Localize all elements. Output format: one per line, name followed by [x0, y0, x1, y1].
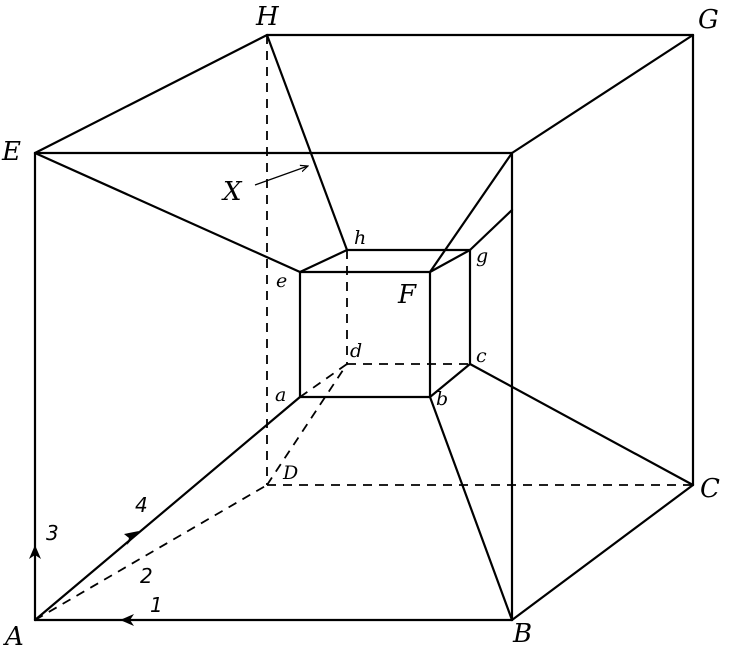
- label-E: E: [1, 137, 21, 167]
- axis-label-2: 2: [140, 564, 153, 588]
- label-a: a: [275, 384, 286, 406]
- label-d: d: [350, 340, 362, 362]
- outer-inner-connections: [33, 33, 695, 622]
- label-g: g: [476, 245, 488, 267]
- edge-D-d-hidden: [266, 363, 348, 486]
- label-B: B: [512, 619, 532, 649]
- edge-H-h: [265, 33, 349, 252]
- label-D: D: [282, 462, 298, 484]
- outer-back-face: [265, 33, 695, 487]
- label-H: H: [255, 2, 280, 32]
- outer-front-face: [33, 151, 514, 622]
- region-x-pointer: [254, 166, 308, 186]
- edge-C-c: [468, 362, 695, 487]
- label-c: c: [476, 345, 487, 367]
- edge-e-h: [298, 248, 349, 274]
- edge-B-C: [510, 483, 695, 622]
- edge-E-H: [33, 33, 269, 155]
- edge-F-G: [510, 33, 695, 155]
- axis-3-arrowhead: [29, 545, 41, 559]
- label-region-x: X: [221, 177, 243, 207]
- label-b: b: [436, 388, 448, 410]
- edge-F-f: [428, 151, 514, 274]
- inner-cube: [298, 248, 472, 399]
- axis-label-3: 3: [46, 521, 59, 545]
- label-F: F: [397, 280, 417, 310]
- edge-A-D-hidden: [34, 484, 268, 621]
- label-C: C: [700, 474, 720, 504]
- edge-f-g: [428, 248, 472, 274]
- axis-label-1: 1: [150, 593, 163, 617]
- outer-connecting-edges: [33, 33, 695, 622]
- edge-E-e: [33, 151, 302, 274]
- axis-label-4: 4: [135, 493, 148, 517]
- edge-B-b: [428, 395, 514, 622]
- axis-4-arrowhead: [124, 531, 139, 545]
- label-h: h: [354, 227, 366, 249]
- label-G: G: [698, 5, 719, 35]
- label-e: e: [276, 270, 287, 292]
- label-A: A: [3, 622, 24, 652]
- edge-G-g: [468, 208, 514, 252]
- edge-a-d-hidden: [299, 363, 348, 398]
- axis-arrows: [29, 531, 139, 626]
- axis-1-arrowhead: [120, 614, 134, 626]
- edge-A-a: [33, 395, 302, 622]
- edge-b-c: [428, 362, 472, 399]
